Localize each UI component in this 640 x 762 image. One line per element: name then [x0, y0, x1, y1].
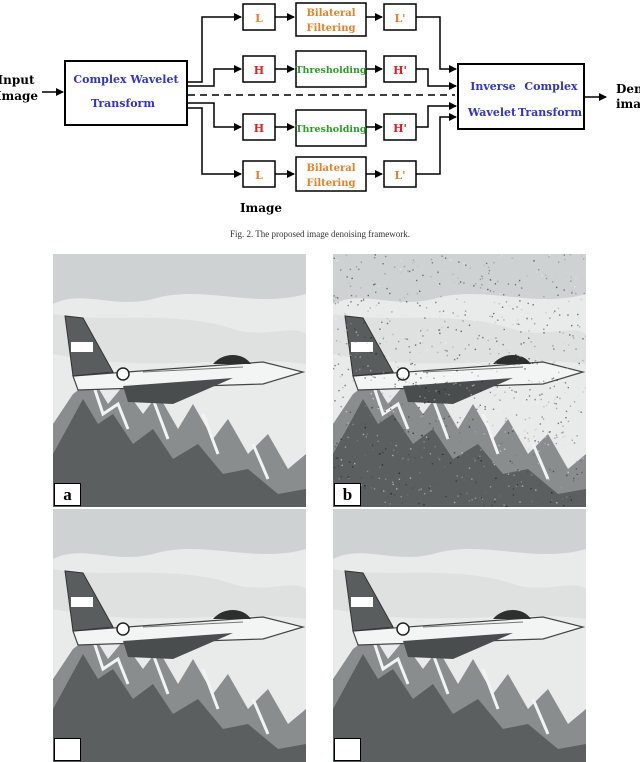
jet-image: [333, 254, 586, 507]
figure-caption: Fig. 2. The proposed image denoising fra…: [0, 229, 640, 239]
thresholding-top-label: Thresholding: [295, 65, 366, 76]
result-panel-c: [53, 509, 306, 762]
bilateral-top-line2: Filtering: [306, 23, 355, 34]
panel-label-d: [334, 738, 361, 761]
subband-h-top-label: H: [254, 64, 264, 77]
panel-label-b: b: [334, 483, 361, 506]
output-label-line1: Denoised: [616, 82, 640, 96]
result-panel-d: [333, 509, 586, 762]
inverse-label-3: Wavelet: [467, 106, 517, 119]
bilateral-bottom-line2: Filtering: [306, 178, 355, 189]
subband-l-top-label: L: [255, 12, 263, 25]
inverse-label-4: Transform: [518, 106, 582, 119]
result-panel-a: a: [53, 254, 306, 507]
result-panel-b: b: [333, 254, 586, 507]
jet-image: [333, 509, 586, 762]
output-label-line2: image: [616, 97, 640, 111]
thresholding-bottom-label: Thresholding: [295, 124, 366, 135]
subband-lp-top-label: L': [394, 12, 405, 25]
complex-wavelet-transform-block: [65, 61, 187, 125]
subband-l-bottom-label: L: [255, 169, 263, 182]
subband-h-bottom-label: H: [254, 122, 264, 135]
subband-hp-top-label: H': [393, 64, 407, 77]
bilateral-top-line1: Bilateral: [306, 8, 355, 19]
bilateral-bottom-line1: Bilateral: [306, 163, 355, 174]
denoising-framework-diagram: Input Image Complex Wavelet Transform L …: [0, 0, 640, 222]
inverse-label-1: Inverse: [470, 80, 516, 93]
jet-image: [53, 254, 306, 507]
subband-hp-bottom-label: H': [393, 122, 407, 135]
input-label-line2: Image: [0, 89, 38, 103]
inverse-label-2: Complex: [524, 80, 578, 93]
panel-label-c: [54, 738, 81, 761]
cwt-label-line2: Transform: [91, 97, 155, 110]
input-label-line1: Input: [0, 73, 35, 87]
inverse-complex-wavelet-transform-block: [458, 64, 584, 129]
panel-label-a: a: [54, 483, 81, 506]
jet-image: [53, 509, 306, 762]
bottom-image-label: Image: [240, 201, 282, 215]
subband-lp-bottom-label: L': [394, 169, 405, 182]
cwt-label-line1: Complex Wavelet: [73, 73, 179, 86]
